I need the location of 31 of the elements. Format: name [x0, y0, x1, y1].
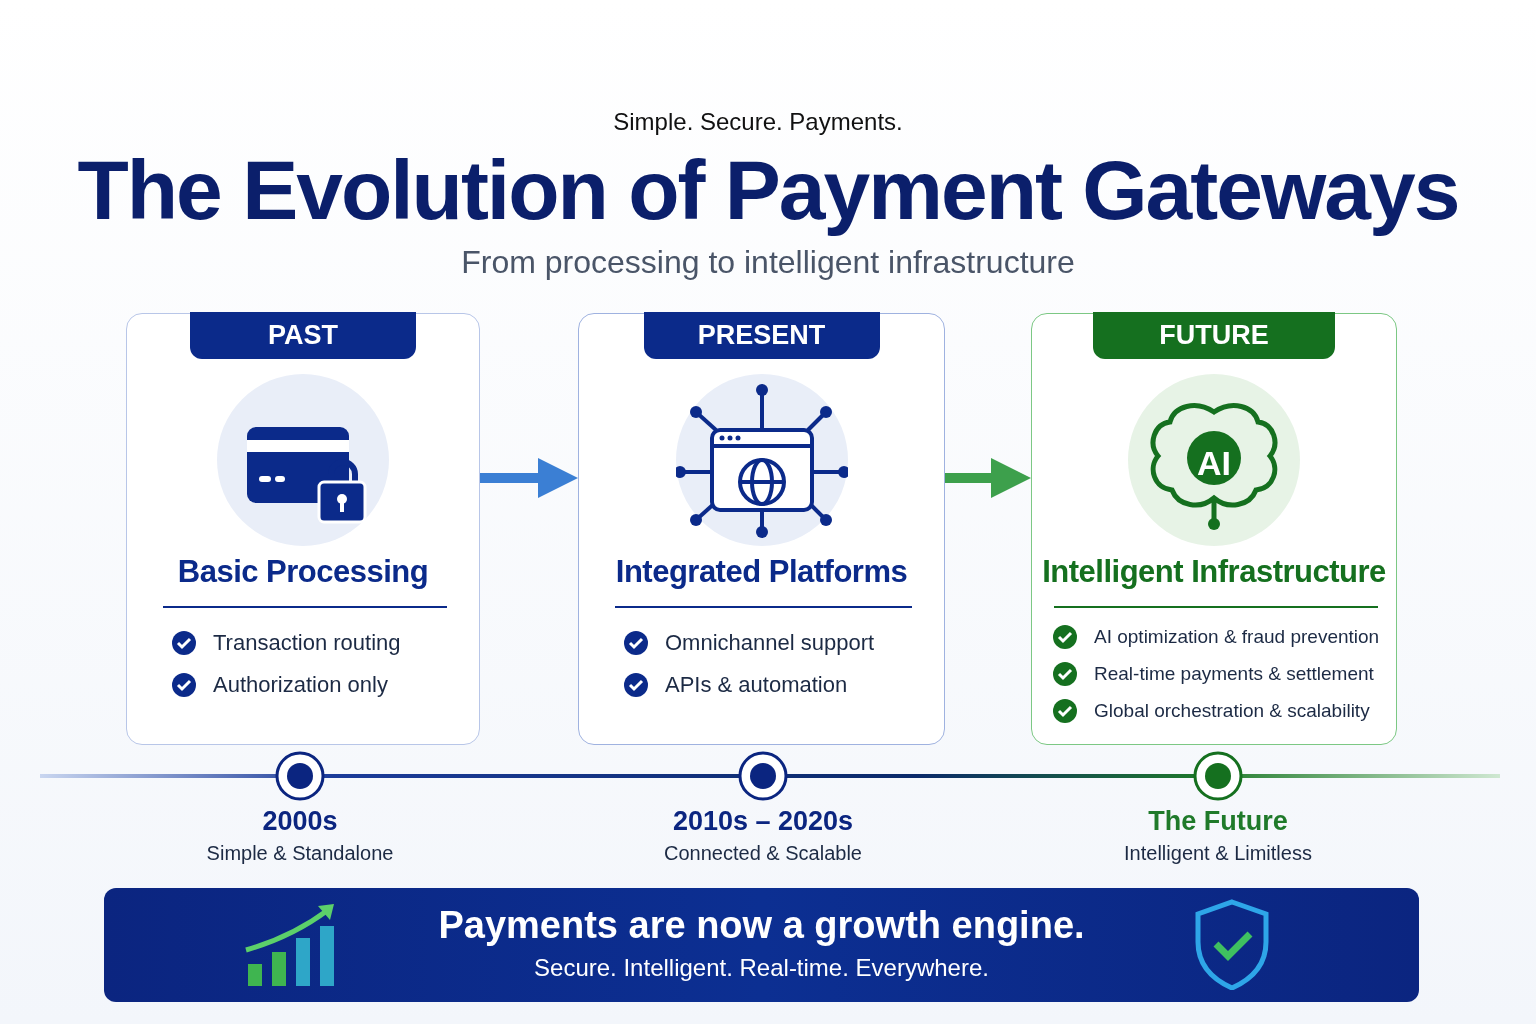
list-item: Transaction routing: [213, 630, 401, 656]
era-label: The Future: [1148, 806, 1288, 837]
subtitle: From processing to intelligent infrastructure: [461, 244, 1075, 281]
tagline: Simple. Secure. Payments.: [613, 108, 903, 136]
era-description: Simple & Standalone: [206, 842, 394, 865]
title: The Evolution of Payment Gateways: [76, 142, 1460, 239]
stage-heading: Integrated Platforms: [614, 554, 909, 590]
list-item: Real-time payments & settlement: [1094, 663, 1374, 685]
stage-badge: PAST: [190, 312, 416, 359]
list-item: AI optimization & fraud prevention: [1094, 626, 1380, 648]
era-label: 2000s: [262, 806, 338, 837]
era-description: Intelligent & Limitless: [1124, 842, 1312, 865]
arrow: [945, 458, 1031, 498]
era-description: Connected & Scalable: [664, 842, 862, 865]
icon-text: AI: [1196, 444, 1232, 483]
list-item: APIs & automation: [665, 672, 848, 698]
list-item: Global orchestration & scalability: [1094, 700, 1370, 722]
stage-heading: Basic Processing: [176, 554, 430, 590]
banner-text: Secure. Intelligent. Real-time. Everywhere.: [533, 954, 990, 982]
stage-card: [578, 313, 945, 745]
banner: [104, 888, 1419, 1002]
stage-card: [1031, 313, 1397, 745]
stage-heading: Intelligent Infrastructure: [1041, 554, 1387, 590]
era-label: 2010s – 2020s: [672, 806, 854, 837]
list-item: Authorization only: [213, 672, 388, 698]
banner-heading: Payments are now a growth engine.: [437, 904, 1086, 947]
arrow: [480, 458, 578, 498]
list-item: Omnichannel support: [665, 630, 875, 656]
stage-badge: PRESENT: [643, 312, 880, 359]
stage-badge: FUTURE: [1093, 312, 1335, 359]
stage-card: [126, 313, 480, 745]
